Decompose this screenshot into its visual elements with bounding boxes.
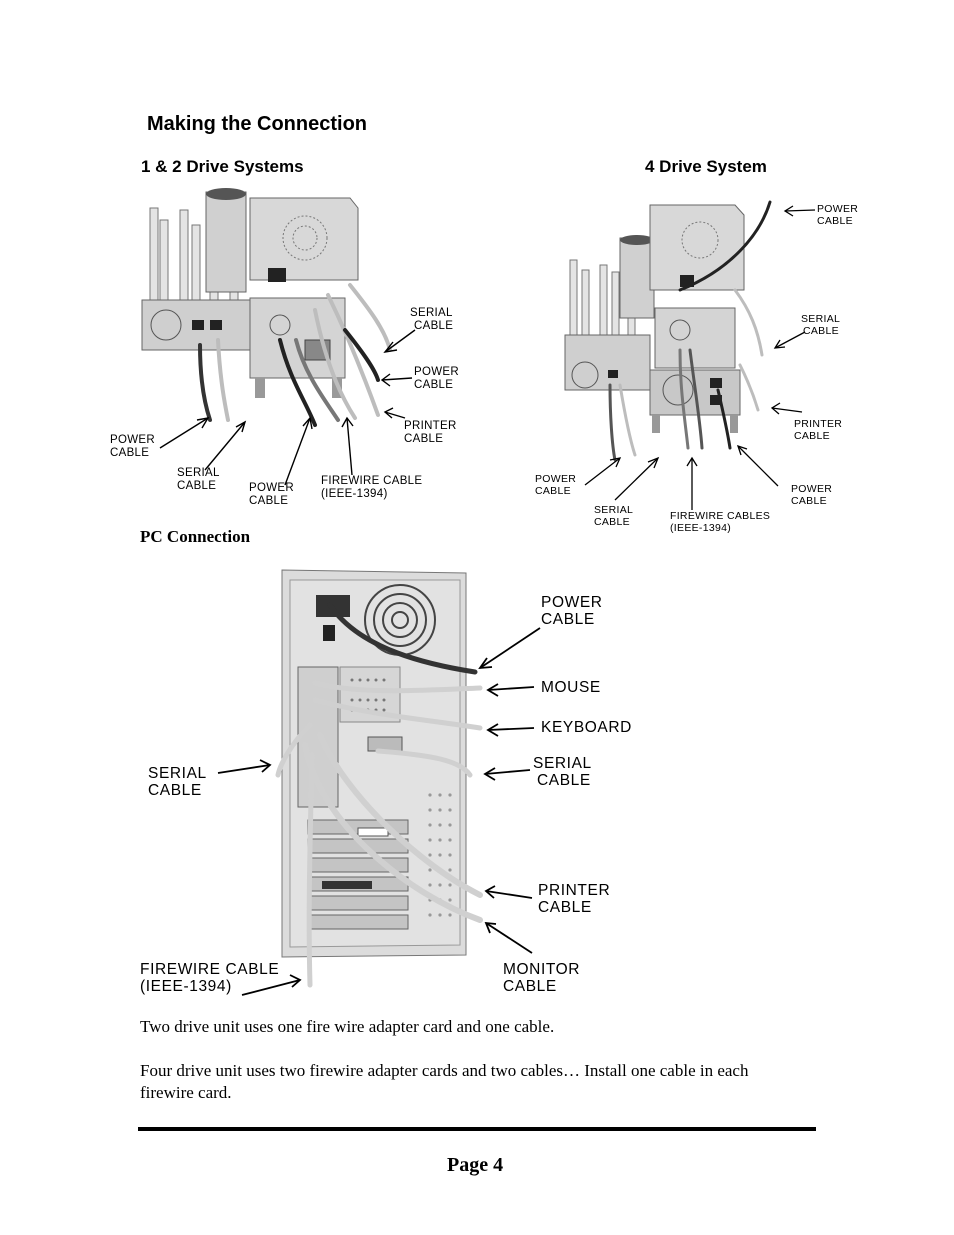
left-diagram-title: 1 & 2 Drive Systems [141, 157, 304, 176]
paragraph-two-drive: Two drive unit uses one fire wire adapte… [140, 1017, 555, 1036]
four-drive-system-illustration [540, 190, 870, 535]
right-diagram-title: 4 Drive System [645, 157, 767, 176]
pc-connection-illustration [130, 565, 650, 1000]
right-firewire-cables-label: FIREWIRE CABLES(IEEE-1394) [670, 510, 771, 534]
section-title: Making the Connection [147, 113, 367, 135]
paragraph-four-drive: Four drive unit uses two firewire adapte… [140, 1061, 749, 1102]
pc-keyboard-label: KEYBOARD [541, 719, 632, 736]
pc-connection-title: PC Connection [140, 527, 251, 546]
footer-rule [138, 1127, 816, 1131]
left-firewire-cable-label: FIREWIRE CABLE(IEEE-1394) [321, 475, 423, 500]
pc-firewire-cable-label: FIREWIRE CABLE(IEEE-1394) [140, 961, 280, 995]
pc-mouse-label: MOUSE [541, 679, 601, 696]
two-drive-system-illustration [100, 180, 480, 520]
page-number: Page 4 [447, 1154, 504, 1176]
